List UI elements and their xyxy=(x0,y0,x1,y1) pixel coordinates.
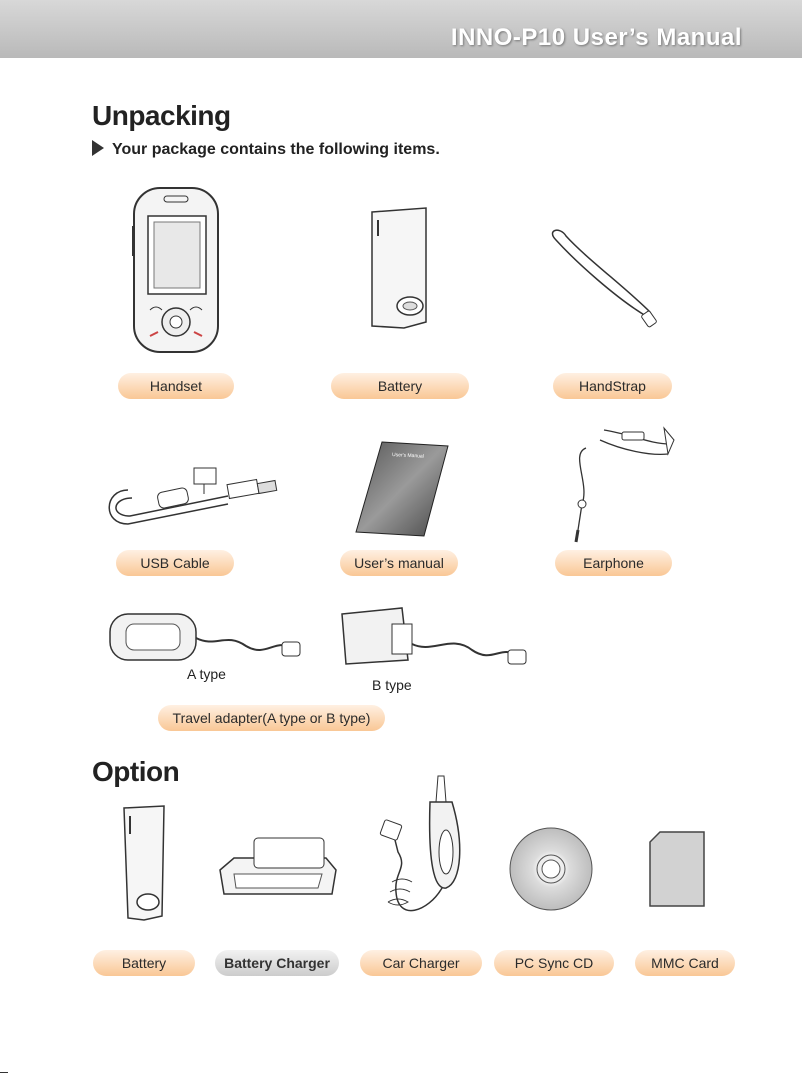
travel-adapter-b-type-icon xyxy=(341,607,527,665)
page-edge-mark xyxy=(0,1072,8,1073)
unpacking-heading: Unpacking xyxy=(92,100,231,131)
option-label-car-charger: Car Charger xyxy=(360,950,482,976)
battery-charger-icon xyxy=(219,837,337,895)
item-label-handstrap: HandStrap xyxy=(553,373,672,399)
mmc-card-icon xyxy=(649,831,705,907)
option-label-battery: Battery xyxy=(93,950,195,976)
hand-strap-icon xyxy=(551,229,657,328)
cd-icon xyxy=(509,827,593,911)
optional-battery-icon xyxy=(123,805,165,921)
adapter-b-caption: B type xyxy=(372,677,412,693)
option-heading: Option xyxy=(92,756,180,787)
unpacking-intro: Your package contains the following item… xyxy=(92,140,440,159)
car-charger-icon xyxy=(379,775,461,912)
option-label-pc-sync-cd: PC Sync CD xyxy=(494,950,614,976)
page-header: INNO-P10 User’s Manual xyxy=(0,0,802,58)
battery-icon xyxy=(371,207,427,329)
option-label-battery-charger: Battery Charger xyxy=(215,950,339,976)
item-label-usb-cable: USB Cable xyxy=(116,550,234,576)
triangle-bullet-icon xyxy=(92,140,104,156)
item-label-handset: Handset xyxy=(118,373,234,399)
item-label-battery: Battery xyxy=(331,373,469,399)
travel-adapter-a-type-icon xyxy=(109,613,301,661)
usb-cable-icon xyxy=(108,467,278,525)
option-label-mmc-card: MMC Card xyxy=(635,950,735,976)
intro-text: Your package contains the following item… xyxy=(112,141,440,158)
adapter-a-caption: A type xyxy=(187,666,226,682)
users-manual-icon: User's Manual xyxy=(355,441,449,537)
handset-icon xyxy=(132,187,219,353)
manual-title: INNO-P10 User’s Manual xyxy=(450,24,742,51)
item-label-earphone: Earphone xyxy=(555,550,672,576)
item-label-travel-adapter: Travel adapter(A type or B type) xyxy=(158,705,385,731)
earphone-icon xyxy=(574,426,675,543)
manual-cover-text: User's Manual xyxy=(392,452,424,460)
item-label-users-manual: User’s manual xyxy=(340,550,458,576)
